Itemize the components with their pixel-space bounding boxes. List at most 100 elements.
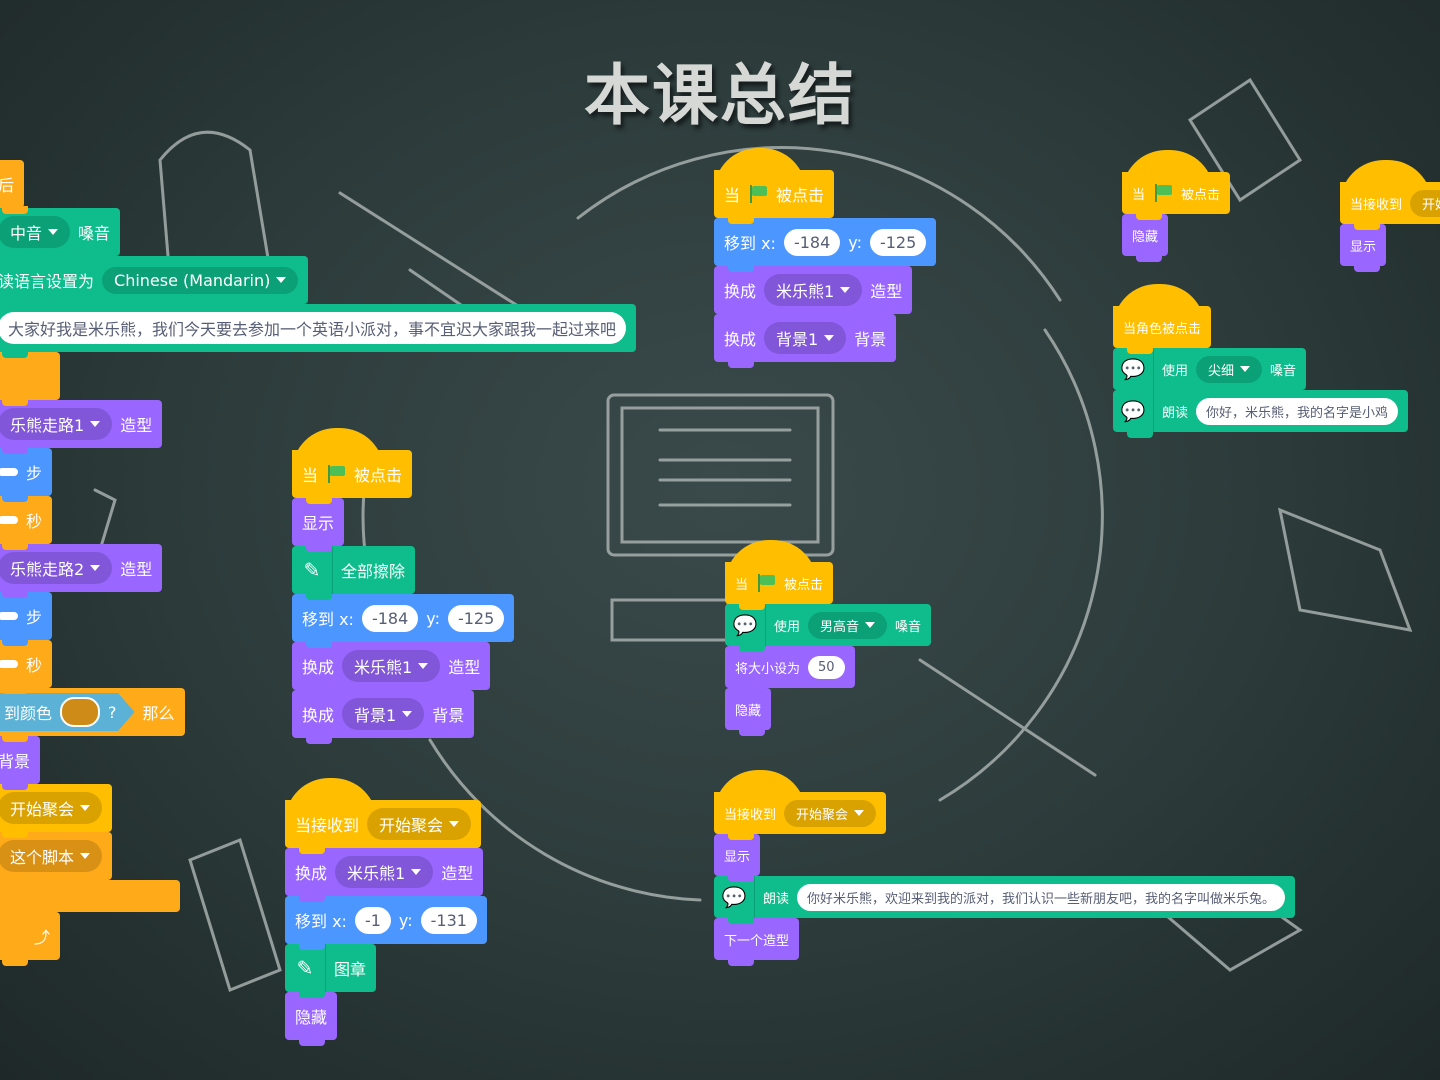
dropdown[interactable]: 中音 bbox=[0, 216, 71, 248]
hat-block[interactable]: 当接收到开始聚会 bbox=[285, 778, 482, 854]
code-block[interactable]: 步 bbox=[0, 592, 53, 646]
dropdown[interactable]: 开始聚会 bbox=[784, 799, 877, 827]
code-block[interactable]: 秒 bbox=[0, 496, 53, 550]
dropdown-value: 男高音 bbox=[820, 619, 860, 635]
code-block[interactable] bbox=[0, 352, 60, 406]
hat-block[interactable]: 当被点击 bbox=[714, 148, 835, 224]
dropdown-value: 米乐熊1 bbox=[776, 282, 835, 301]
text-input[interactable]: -131 bbox=[420, 906, 477, 934]
dropdown[interactable]: 米乐熊1 bbox=[342, 650, 441, 682]
dropdown[interactable]: 尖细 bbox=[1196, 355, 1263, 383]
dropdown[interactable]: Chinese (Mandarin) bbox=[102, 266, 299, 294]
block-label: 嗓音 bbox=[1270, 363, 1297, 379]
code-block[interactable]: 隐藏 bbox=[285, 992, 338, 1046]
code-block[interactable]: 显示 bbox=[292, 498, 345, 552]
code-block[interactable]: 到颜色?那么 bbox=[0, 688, 185, 742]
text-input[interactable]: -1 bbox=[354, 906, 391, 934]
block-label: 当 bbox=[735, 577, 749, 593]
text-input[interactable] bbox=[0, 516, 18, 524]
code-block[interactable]: 开始聚会 bbox=[0, 784, 113, 838]
code-block[interactable] bbox=[0, 880, 180, 918]
text-input[interactable] bbox=[0, 468, 18, 476]
block-label: 嗓音 bbox=[895, 619, 922, 635]
dropdown[interactable]: 背景1 bbox=[342, 698, 425, 730]
chevron-down-icon bbox=[80, 853, 91, 859]
touching-color-condition[interactable]: 到颜色? bbox=[0, 693, 135, 731]
dropdown[interactable]: 开始 bbox=[1410, 189, 1440, 217]
text-input[interactable]: 你好，米乐熊，我的名字是小鸡 bbox=[1196, 397, 1399, 425]
code-block[interactable]: 显示 bbox=[714, 834, 761, 882]
chevron-down-icon bbox=[418, 663, 429, 669]
hat-block[interactable]: 当接收到开始聚会 bbox=[714, 770, 887, 840]
text-input[interactable]: -125 bbox=[447, 604, 505, 632]
dropdown[interactable]: 开始聚会 bbox=[0, 792, 103, 824]
chevron-down-icon bbox=[276, 277, 287, 283]
hat-block[interactable]: 当被点击 bbox=[1122, 150, 1231, 220]
text-input[interactable]: -125 bbox=[869, 228, 927, 256]
code-block[interactable]: 隐藏 bbox=[1122, 214, 1169, 262]
code-block[interactable]: 💬使用尖细嗓音 bbox=[1113, 348, 1307, 396]
code-block[interactable]: 隐藏 bbox=[725, 688, 772, 736]
block-label: 当 bbox=[302, 466, 319, 485]
code-block[interactable]: 后 bbox=[0, 160, 29, 214]
text-input[interactable] bbox=[0, 612, 18, 620]
text-input[interactable]: 你好米乐熊，欢迎来到我的派对，我们认识一些新朋友吧，我的名字叫做米乐兔。 bbox=[797, 883, 1286, 911]
block-label: 显示 bbox=[1350, 239, 1377, 255]
dropdown[interactable]: 乐熊走路1 bbox=[0, 408, 113, 440]
chevron-down-icon bbox=[1240, 366, 1251, 372]
dropdown[interactable]: 背景1 bbox=[764, 322, 847, 354]
code-block[interactable]: 中音嗓音 bbox=[0, 208, 121, 262]
dropdown[interactable]: 米乐熊1 bbox=[764, 274, 863, 306]
block-label: 秒 bbox=[26, 512, 43, 531]
code-block[interactable]: 步 bbox=[0, 448, 53, 502]
dropdown[interactable]: 这个脚本 bbox=[0, 840, 103, 872]
monitor-screen-sketch bbox=[620, 406, 820, 544]
code-block[interactable]: ⤴ bbox=[0, 912, 60, 966]
hat-block[interactable]: 当 被点击 bbox=[292, 428, 413, 504]
text-input[interactable]: -184 bbox=[783, 228, 841, 256]
code-block[interactable]: 秒 bbox=[0, 640, 53, 694]
dropdown[interactable]: 米乐熊1 bbox=[335, 856, 434, 888]
receive-script-show: 当接收到开始显示 bbox=[1340, 160, 1440, 272]
code-block[interactable]: 显示 bbox=[1340, 224, 1387, 272]
code-block[interactable]: 大家好我是米乐熊，我们今天要去参加一个英语小派对，事不宜迟大家跟我一起过来吧 bbox=[0, 304, 637, 358]
code-block[interactable]: 背景 bbox=[0, 736, 41, 790]
block-label: 被点击 bbox=[354, 466, 403, 485]
block-label: 使用 bbox=[1162, 363, 1189, 379]
hat-block[interactable]: 当角色被点击 bbox=[1113, 284, 1212, 354]
code-block[interactable]: 💬使用男高音嗓音 bbox=[725, 604, 932, 652]
code-block[interactable]: 这个脚本 bbox=[0, 832, 113, 886]
text-input[interactable]: -184 bbox=[361, 604, 419, 632]
dropdown[interactable]: 男高音 bbox=[808, 611, 888, 639]
text-input[interactable] bbox=[0, 660, 18, 668]
dropdown[interactable]: 乐熊走路2 bbox=[0, 552, 113, 584]
text-input[interactable]: 50 bbox=[808, 655, 845, 679]
code-block[interactable]: 下一个造型 bbox=[714, 918, 800, 966]
code-block[interactable]: ✎图章 bbox=[285, 944, 377, 998]
text-input[interactable]: 大家好我是米乐熊，我们今天要去参加一个英语小派对，事不宜迟大家跟我一起过来吧 bbox=[0, 312, 627, 344]
pen-icon: ✎ bbox=[292, 546, 333, 594]
block-label: 显示 bbox=[724, 849, 751, 865]
code-block[interactable]: ✎全部擦除 bbox=[292, 546, 416, 600]
color-swatch[interactable] bbox=[60, 697, 101, 727]
sprite-click-script: 当角色被点击💬使用尖细嗓音💬朗读你好，米乐熊，我的名字是小鸡 bbox=[1113, 284, 1409, 438]
code-block[interactable]: 💬朗读你好米乐熊，欢迎来到我的派对，我们认识一些新朋友吧，我的名字叫做米乐兔。 bbox=[714, 876, 1296, 924]
hat-block[interactable]: 当被点击 bbox=[725, 540, 834, 610]
code-block[interactable]: 💬朗读你好，米乐熊，我的名字是小鸡 bbox=[1113, 390, 1409, 438]
dropdown[interactable]: 开始聚会 bbox=[367, 808, 472, 840]
